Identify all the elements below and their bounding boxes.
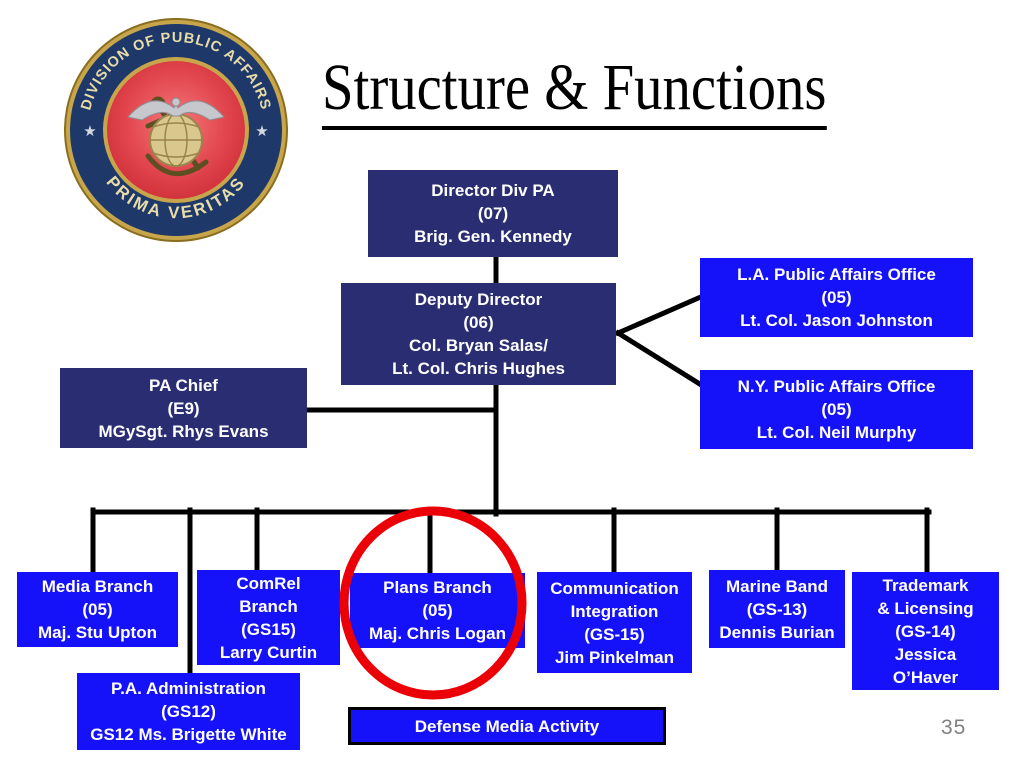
org-box-media-branch: Media Branch (05) Maj. Stu Upton [17,572,178,647]
slide-title: Structure & Functions [322,50,827,131]
org-box-line: Branch [239,596,298,616]
org-box-pa-administration: P.A. Administration (GS12) GS12 Ms. Brig… [77,673,300,750]
org-box-line: (05) [82,600,113,619]
seal-star-left-icon: ★ [83,123,96,140]
org-box-line: Brig. Gen. Kennedy [414,227,572,246]
slide-title-text: Structure & Functions [322,53,827,131]
org-box-pa-chief: PA Chief (E9) MGySgt. Rhys Evans [60,368,307,448]
org-box-line: (GS-15) [584,624,645,644]
org-box-la-public-affairs: L.A. Public Affairs Office (05) Lt. Col.… [700,258,973,337]
org-box-trademark-licensing: Trademark & Licensing (GS-14) Jessica O’… [852,572,999,690]
org-box-line: (GS12) [161,702,216,721]
org-box-line: ComRel [236,573,301,593]
org-box-director: Director Div PA (07) Brig. Gen. Kennedy [368,170,618,257]
org-box-line: Marine Band [725,576,829,596]
org-box-line: Integration [570,601,659,621]
org-box-line: N.Y. Public Affairs Office [737,377,936,396]
org-box-line: Lt. Col. Chris Hughes [392,359,565,378]
org-box-line: Communication [550,578,679,598]
org-box-line: Lt. Col. Jason Johnston [740,311,933,330]
org-box-line: PA Chief [149,375,218,395]
org-box-line: (07) [477,204,509,223]
org-box-defense-media-activity: Defense Media Activity [348,707,666,745]
org-box-line: (GS-14) [895,621,956,641]
org-box-line: Deputy Director [414,290,543,309]
org-box-marine-band: Marine Band (GS-13) Dennis Burian [709,570,845,648]
org-box-line: (GS-13) [746,599,808,619]
page-number: 35 [941,716,967,739]
division-public-affairs-seal: DIVISION OF PUBLIC AFFAIRS PRIMA VERITAS… [64,18,288,242]
org-box-line: (GS15) [241,619,296,639]
seal-star-right-icon: ★ [255,123,268,140]
org-box-line: Col. Bryan Salas/ [409,336,548,355]
org-box-line: O’Haver [892,667,959,687]
org-box-line: (05) [821,400,852,419]
org-box-deputy-director: Deputy Director (06) Col. Bryan Salas/ L… [341,283,616,385]
org-box-line: Director Div PA [431,181,555,200]
org-box-line: P.A. Administration [111,679,266,698]
org-box-line: Larry Curtin [219,642,318,662]
eagle-globe-anchor-icon [127,96,225,177]
org-box-line: Defense Media Activity [414,716,600,736]
org-box-line: Lt. Col. Neil Murphy [756,423,917,442]
org-box-line: Maj. Stu Upton [38,623,157,642]
org-box-line: Plans Branch [383,578,492,597]
org-box-line: & Licensing [877,598,974,618]
org-box-plans-branch: Plans Branch (05) Maj. Chris Logan [350,573,525,648]
org-box-line: (06) [463,313,494,332]
org-box-line: (05) [422,601,453,620]
org-box-line: (05) [821,288,852,307]
org-box-communication-integration: Communication Integration (GS-15) Jim Pi… [537,572,692,673]
org-box-line: GS12 Ms. Brigette White [90,725,287,744]
org-box-line: Media Branch [41,577,154,596]
org-box-line: Maj. Chris Logan [369,624,506,643]
org-box-line: Dennis Burian [719,622,835,642]
org-box-line: Jim Pinkelman [554,647,675,667]
org-box-line: (E9) [167,398,200,418]
org-box-line: L.A. Public Affairs Office [737,265,936,284]
org-box-line: Trademark [882,575,969,595]
org-box-comrel-branch: ComRel Branch (GS15) Larry Curtin [197,570,340,665]
org-box-ny-public-affairs: N.Y. Public Affairs Office (05) Lt. Col.… [700,370,973,449]
org-box-line: MGySgt. Rhys Evans [98,421,269,441]
org-box-line: Jessica [894,644,957,664]
